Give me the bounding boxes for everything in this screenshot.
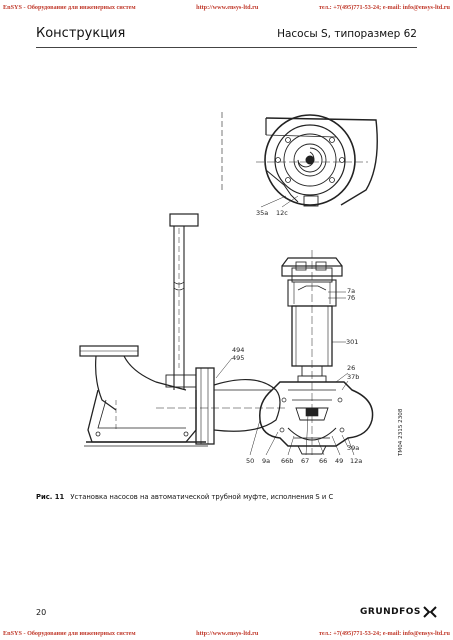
figure-caption: Рис. 11 Установка насосов на автоматичес… — [36, 493, 417, 501]
label-39a: 39a — [347, 444, 359, 452]
pump-top-view — [221, 112, 378, 208]
label-494: 494 — [232, 346, 244, 354]
leader-39a — [341, 434, 349, 448]
label-301: 301 — [346, 338, 358, 346]
grundfos-x-icon — [423, 606, 437, 618]
label-66b: 66b — [281, 457, 293, 465]
label-37b: 37b — [347, 373, 359, 381]
guide-pipe — [169, 213, 199, 368]
bottom-leaders — [249, 414, 355, 456]
pump-motor — [281, 250, 343, 455]
banner-contacts: тел.: +7(495)771-53-24; e-mail: info@ens… — [318, 3, 450, 11]
drawing-code: TM04 2315 2308 — [398, 408, 404, 456]
label-49: 49 — [335, 457, 343, 465]
banner-url[interactable]: http://www.ensys-ltd.ru — [196, 3, 259, 11]
label-35a: 35a — [256, 209, 268, 217]
figure-label: Рис. 11 — [36, 493, 65, 501]
label-26: 26 — [347, 364, 355, 372]
figure-caption-text: Установка насосов на автоматической труб… — [70, 493, 334, 501]
top-banner: EnSYS - Оборудование для инженерных сист… — [0, 2, 453, 12]
label-67: 67 — [301, 457, 309, 465]
document-title: Насосы S, типоразмер 62 — [277, 28, 417, 40]
grundfos-logo: GRUNDFOS — [360, 605, 437, 619]
label-7a: 7a — [347, 287, 355, 295]
leader-26 — [335, 372, 349, 383]
label-50: 50 — [246, 457, 254, 465]
label-66: 66 — [319, 457, 327, 465]
label-12a: 12a — [350, 457, 362, 465]
pump-housing — [259, 381, 374, 455]
leader-37b — [341, 380, 349, 391]
auto-coupling — [156, 357, 286, 445]
label-7b: 7б — [347, 294, 355, 302]
bottom-banner: EnSYS - Оборудование для инженерных сист… — [0, 628, 453, 638]
pump-installation-drawing: 35a 12c 494 495 — [79, 112, 378, 465]
banner-company-bottom: EnSYS - Оборудование для инженерных сист… — [3, 629, 136, 637]
label-12c: 12c — [276, 209, 288, 217]
discharge-elbow — [79, 345, 208, 447]
label-495: 495 — [232, 354, 244, 362]
banner-company: EnSYS - Оборудование для инженерных сист… — [3, 3, 136, 11]
header-rule — [36, 47, 417, 48]
page-number: 20 — [36, 608, 47, 617]
label-9a: 9a — [262, 457, 270, 465]
section-title: Конструкция — [36, 26, 126, 41]
brand-name: GRUNDFOS — [360, 607, 421, 617]
banner-contacts-bottom: тел.: +7(495)771-53-24; e-mail: info@ens… — [318, 629, 450, 637]
page-header: Конструкция Насосы S, типоразмер 62 — [36, 26, 417, 46]
banner-url-bottom[interactable]: http://www.ensys-ltd.ru — [196, 629, 259, 637]
